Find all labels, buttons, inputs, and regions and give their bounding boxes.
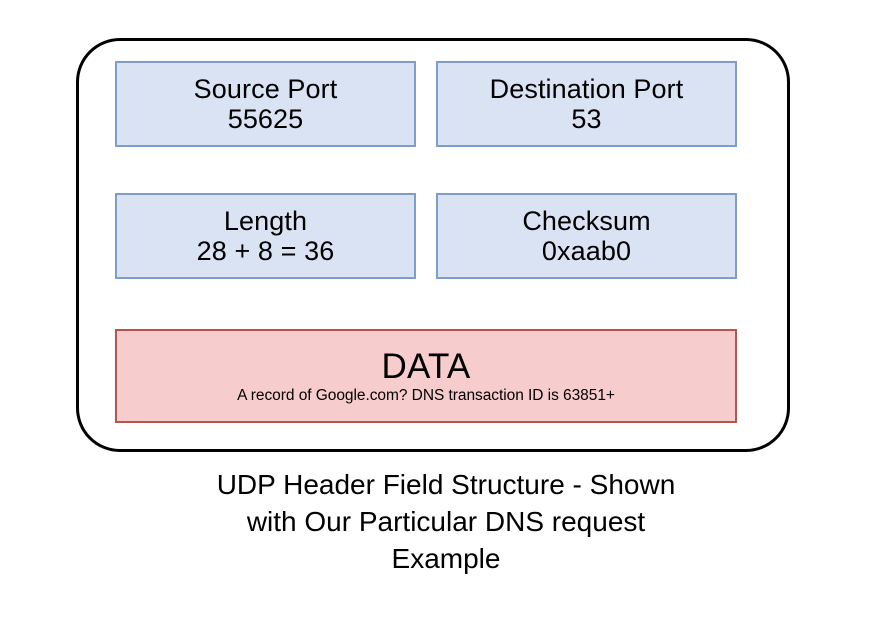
data-payload-box: DATA A record of Google.com? DNS transac… [115, 329, 737, 423]
field-value-source-port: 55625 [227, 104, 304, 134]
diagram-caption: UDP Header Field Structure - Shown with … [0, 466, 892, 578]
field-label-source-port: Source Port [193, 73, 338, 104]
field-box-source-port: Source Port 55625 [115, 61, 416, 147]
field-box-checksum: Checksum 0xaab0 [436, 193, 737, 279]
caption-line-2: with Our Particular DNS request [246, 506, 646, 538]
field-value-destination-port: 53 [571, 104, 602, 134]
header-field-row-2: Length 28 + 8 = 36 Checksum 0xaab0 [115, 193, 737, 279]
field-value-length: 28 + 8 = 36 [196, 236, 335, 266]
field-label-length: Length [223, 205, 308, 236]
field-box-length: Length 28 + 8 = 36 [115, 193, 416, 279]
data-payload-description: A record of Google.com? DNS transaction … [237, 386, 615, 404]
field-value-checksum: 0xaab0 [541, 236, 632, 266]
field-label-checksum: Checksum [522, 205, 651, 236]
caption-line-3: Example [391, 543, 501, 575]
field-box-destination-port: Destination Port 53 [436, 61, 737, 147]
header-field-row-1: Source Port 55625 Destination Port 53 [115, 61, 737, 147]
field-label-destination-port: Destination Port [489, 73, 684, 104]
data-payload-title: DATA [381, 346, 471, 386]
caption-line-1: UDP Header Field Structure - Shown [216, 469, 676, 500]
udp-packet-container: Source Port 55625 Destination Port 53 Le… [76, 38, 790, 452]
